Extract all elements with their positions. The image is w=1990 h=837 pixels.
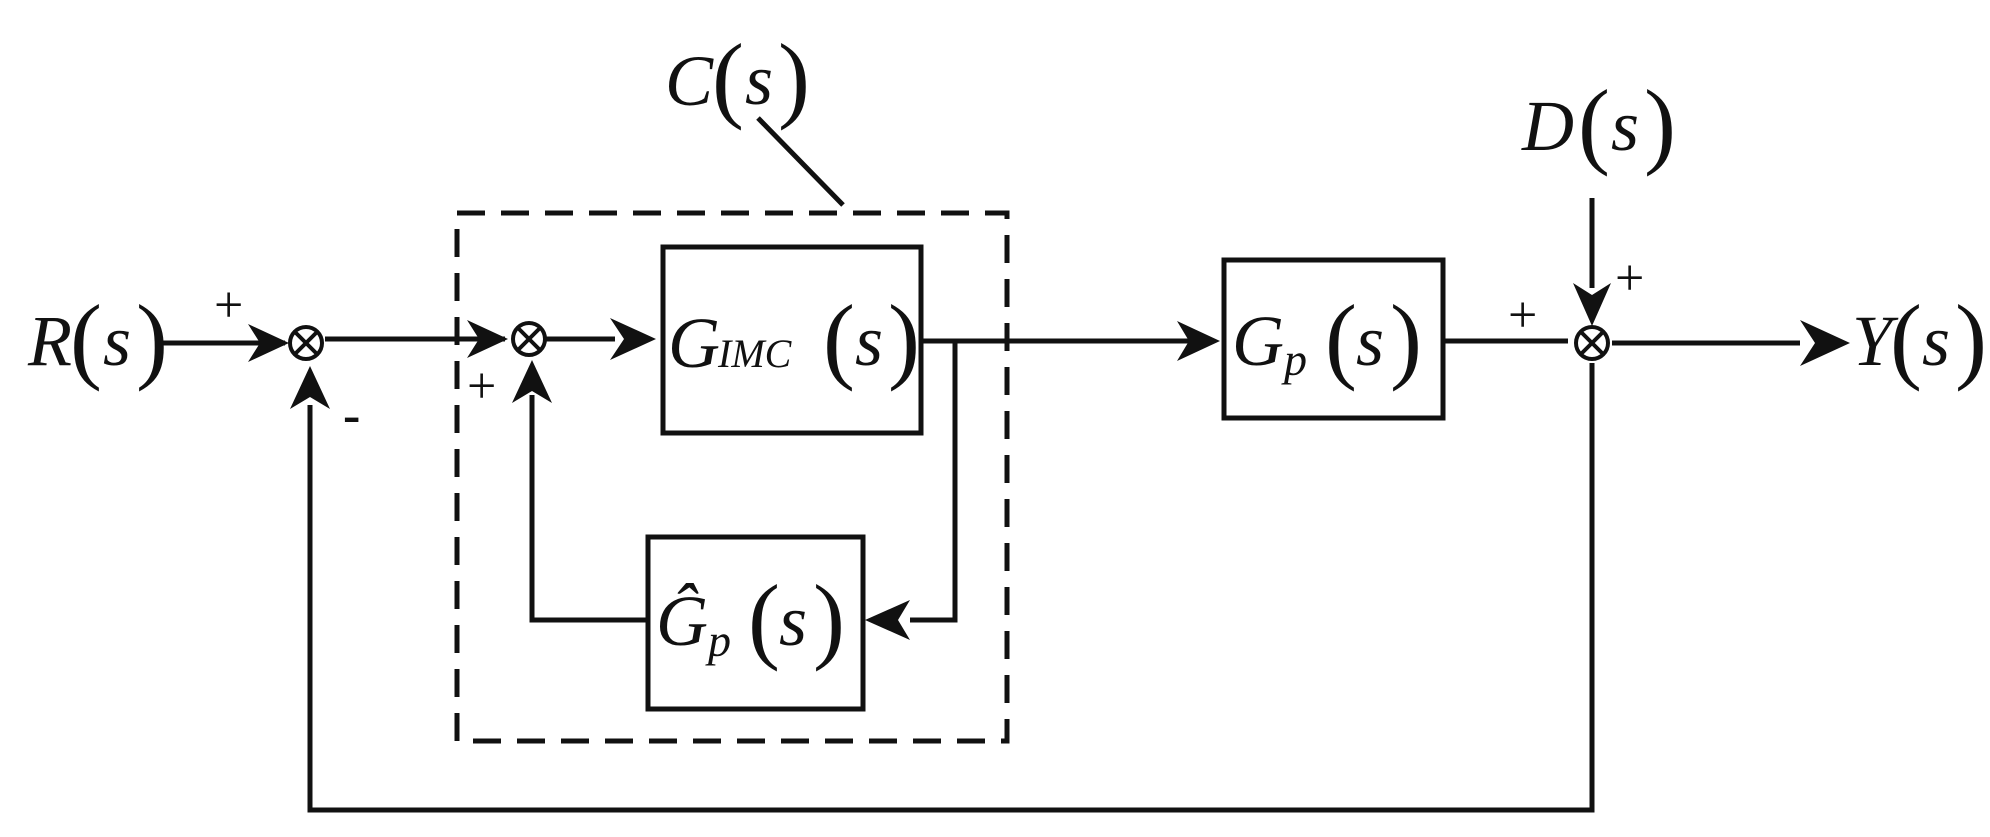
arrow-into-gimc bbox=[610, 318, 656, 360]
summing-junction-outer bbox=[288, 325, 324, 361]
y-symbol: Y bbox=[1852, 301, 1899, 381]
controller-dashed-boundary bbox=[454, 210, 1010, 744]
block-plant-model: Ĝ p ( s ) bbox=[645, 534, 866, 712]
label-output-y: Y ( s ) bbox=[1852, 285, 1987, 392]
c-arg: s bbox=[745, 40, 773, 120]
y-arg: s bbox=[1922, 301, 1950, 381]
sign-sj3-plant: + bbox=[1508, 287, 1537, 344]
r-arg: s bbox=[103, 301, 131, 381]
wire-outer-feedback bbox=[307, 363, 1595, 813]
gp-subscript: p bbox=[1281, 334, 1307, 385]
sign-sj3-disturbance: + bbox=[1615, 250, 1644, 307]
arrow-model-into-sj2 bbox=[512, 360, 552, 403]
sign-sj2-feedback: + bbox=[467, 358, 496, 415]
c-symbol: C bbox=[665, 41, 714, 121]
r-symbol: R bbox=[27, 301, 72, 381]
label-reference-r: R ( s ) bbox=[27, 285, 168, 392]
sign-sj1-feedback: - bbox=[343, 387, 360, 444]
arrow-disturbance-into-sj3 bbox=[1573, 283, 1611, 326]
gphat-subscript: p bbox=[705, 615, 731, 666]
r-open-paren: ( bbox=[70, 285, 102, 392]
gp-close-paren: ) bbox=[1390, 285, 1422, 392]
arrow-into-gp bbox=[1177, 321, 1220, 361]
d-symbol: D bbox=[1521, 86, 1574, 166]
label-disturbance-d: D ( s ) bbox=[1521, 70, 1676, 177]
wire-model-feedback bbox=[529, 395, 648, 623]
block-plant: G p ( s ) bbox=[1221, 257, 1446, 421]
arrow-into-output bbox=[1800, 320, 1850, 366]
summing-junction-output bbox=[1574, 325, 1610, 361]
gp-arg: s bbox=[1356, 301, 1384, 381]
c-open-paren: ( bbox=[712, 24, 744, 131]
gimc-open-paren: ( bbox=[823, 285, 855, 392]
block-imc-controller: G IMC ( s ) bbox=[660, 244, 924, 436]
gp-symbol: G bbox=[1232, 301, 1284, 381]
arrow-into-sj2 bbox=[467, 320, 508, 358]
y-close-paren: ) bbox=[1955, 285, 1987, 392]
gphat-arg: s bbox=[779, 581, 807, 661]
controller-callout-leader bbox=[756, 116, 845, 207]
gimc-symbol: G bbox=[668, 303, 720, 383]
c-close-paren: ) bbox=[778, 24, 810, 131]
summing-junction-inner bbox=[511, 321, 547, 357]
d-close-paren: ) bbox=[1644, 70, 1676, 177]
gimc-close-paren: ) bbox=[888, 285, 920, 392]
arrow-into-model bbox=[865, 600, 910, 640]
gp-open-paren: ( bbox=[1325, 285, 1357, 392]
gphat-symbol: Ĝ bbox=[656, 581, 708, 661]
arrow-into-sj1 bbox=[248, 324, 289, 362]
y-open-paren: ( bbox=[1890, 285, 1922, 392]
label-controller-c: C ( s ) bbox=[665, 24, 810, 131]
gphat-open-paren: ( bbox=[748, 565, 780, 672]
gimc-subscript: IMC bbox=[717, 331, 793, 376]
arrow-feedback-into-sj1 bbox=[290, 366, 330, 409]
wire-model-tap bbox=[910, 341, 958, 623]
sign-sj1-reference: + bbox=[214, 277, 243, 334]
gphat-close-paren: ) bbox=[813, 565, 845, 672]
d-open-paren: ( bbox=[1578, 70, 1610, 177]
d-arg: s bbox=[1611, 86, 1639, 166]
r-close-paren: ) bbox=[136, 285, 168, 392]
gimc-arg: s bbox=[855, 301, 883, 381]
